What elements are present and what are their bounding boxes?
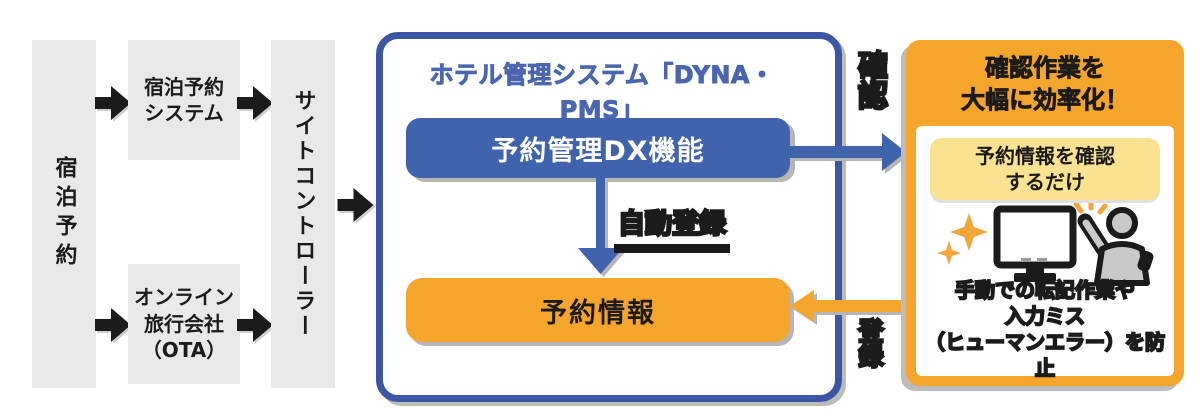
arrow-right-icon (95, 308, 131, 342)
confirm-arrow-label: 確認 (851, 49, 889, 112)
computer-and-person-icon (937, 203, 1154, 286)
pms-title: ホテル管理システム「DYNA・PMS」 (429, 61, 775, 125)
sparkle-icon (1073, 203, 1108, 215)
sparkle-icon (937, 213, 988, 265)
reservation-info-box: 予約情報 (406, 278, 790, 342)
auto-register-label: 自動登録 (614, 202, 730, 253)
desktop-computer-icon (993, 205, 1077, 282)
benefit-highlight-label: 予約情報を確認 するだけ (975, 144, 1115, 194)
arrow-right-icon (237, 308, 273, 342)
dx-function-box: 予約管理DX機能 (406, 118, 790, 178)
dx-function-label: 予約管理DX機能 (491, 135, 705, 167)
arrow-right-icon (337, 188, 374, 222)
reservation-system-box: 宿泊予約 システム (128, 40, 240, 160)
person-icon (1073, 203, 1154, 286)
arrow-right-icon (237, 86, 273, 120)
stay-reservation-label: 宿泊予約 (51, 156, 77, 272)
register-arrow-label: 登録 (854, 317, 886, 370)
site-controller-box: サイトコントローラー (271, 40, 335, 388)
arrow-right-icon (95, 86, 131, 120)
reservation-info-label: 予約情報 (540, 297, 656, 329)
site-controller-label: サイトコントローラー (290, 89, 316, 339)
ota-label: オンライン 旅行会社 （OTA） (134, 285, 234, 363)
ota-box: オンライン 旅行会社 （OTA） (128, 264, 240, 384)
confirm-arrow-icon (788, 133, 906, 171)
reservation-system-label: 宿泊予約 システム (144, 74, 224, 125)
benefit-highlight-box: 予約情報を確認 するだけ (930, 138, 1160, 200)
auto-register-arrow-icon (578, 178, 623, 274)
stay-reservation-box: 宿泊予約 (32, 40, 96, 388)
register-arrow-icon (790, 290, 908, 322)
benefit-note: 手動での転記作業や 入力ミス （ヒューマンエラー）を防止 (924, 277, 1166, 381)
benefit-headline: 確認作業を 大幅に効率化！ (961, 53, 1130, 114)
